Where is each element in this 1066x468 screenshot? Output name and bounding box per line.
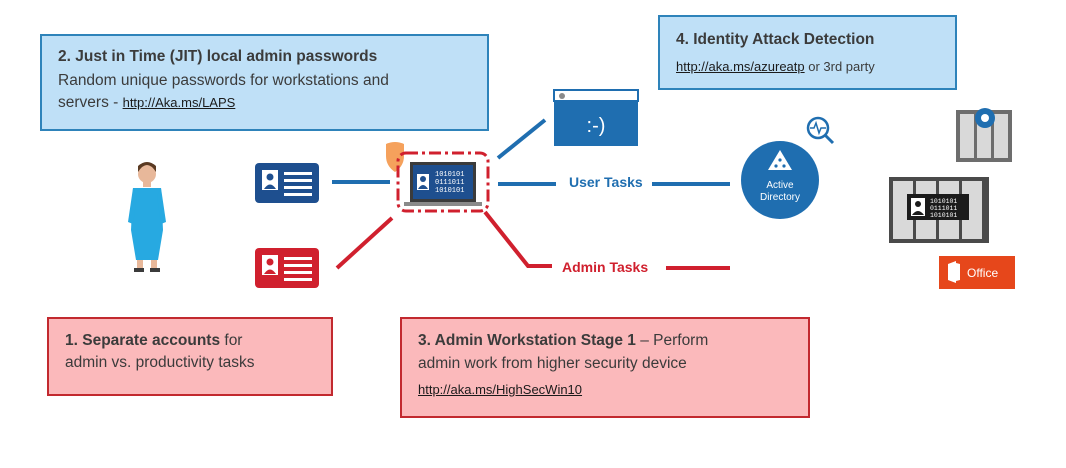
server-rack-icon [889, 177, 989, 243]
active-directory-icon [741, 141, 819, 219]
browser-smiley: :-) [587, 115, 606, 137]
admin-tasks-line-left [483, 210, 552, 268]
separate-accounts-box: 1. Separate accounts for admin vs. produ… [47, 317, 333, 396]
person-icon [128, 162, 166, 272]
workstation-box-title: 3. Admin Workstation Stage 1 [418, 332, 636, 349]
jit-admin-passwords-box: 2. Just in Time (JIT) local admin passwo… [40, 34, 489, 131]
workstation-box-line1: 3. Admin Workstation Stage 1 – Perform [418, 332, 792, 350]
workstation-box-line2: admin work from higher security device [418, 355, 687, 372]
separate-box-line2: admin vs. productivity tasks [65, 354, 255, 371]
active-directory-label-1: Active [766, 180, 794, 191]
admin-tasks-label: Admin Tasks [558, 259, 653, 275]
jit-box-line2-prefix: servers - [58, 94, 123, 111]
laps-link[interactable]: http://Aka.ms/LAPS [122, 95, 236, 110]
admin-id-card-icon [255, 248, 319, 288]
user-tasks-label: User Tasks [565, 174, 647, 190]
server-gear-icon [956, 108, 1012, 162]
office-label: Office [967, 266, 998, 280]
laptop-binary-3: 1010101 [435, 187, 464, 195]
card-to-laptop-admin-line [335, 216, 394, 270]
separate-box-title: 1. Separate accounts [65, 332, 221, 349]
user-id-card-icon [255, 163, 319, 203]
separate-box-title-suffix: for [220, 332, 243, 349]
identity-attack-detection-box: 4. Identity Attack Detection http://aka.… [658, 15, 957, 90]
secure-workstation-frame [396, 151, 490, 213]
laptop-binary-2: 0111011 [435, 179, 464, 187]
server-binary-1: 1010101 [930, 198, 957, 205]
jit-box-title: 2. Just in Time (JIT) local admin passwo… [58, 48, 378, 65]
active-directory-label-2: Directory [760, 192, 800, 203]
identity-box-title: 4. Identity Attack Detection [676, 31, 875, 48]
laptop-binary-1: 1010101 [435, 171, 464, 179]
jit-box-line2: servers - http://Aka.ms/LAPS [58, 94, 471, 112]
azureatp-link[interactable]: http://aka.ms/azureatp [676, 59, 805, 74]
separate-box-line1: 1. Separate accounts for [65, 332, 315, 350]
highsecwin10-link[interactable]: http://aka.ms/HighSecWin10 [418, 382, 583, 397]
laptop-to-browser-line [496, 118, 547, 160]
identity-box-suffix: or 3rd party [804, 59, 875, 74]
workstation-box-title-suffix: – Perform [635, 332, 709, 349]
workstation-box-line3: http://aka.ms/HighSecWin10 [418, 381, 792, 399]
laptop-icon [404, 162, 482, 206]
admin-workstation-box: 3. Admin Workstation Stage 1 – Perform a… [400, 317, 810, 418]
jit-box-line1: Random unique passwords for workstations… [58, 72, 389, 89]
server-binary-2: 0111011 [930, 205, 957, 212]
identity-box-line: http://aka.ms/azureatp or 3rd party [676, 59, 939, 74]
browser-window-icon [553, 89, 639, 146]
shield-icon [386, 142, 404, 172]
server-binary-3: 1010101 [930, 212, 957, 219]
office-logo-icon [939, 256, 1015, 289]
magnifier-pulse-icon [806, 116, 835, 145]
